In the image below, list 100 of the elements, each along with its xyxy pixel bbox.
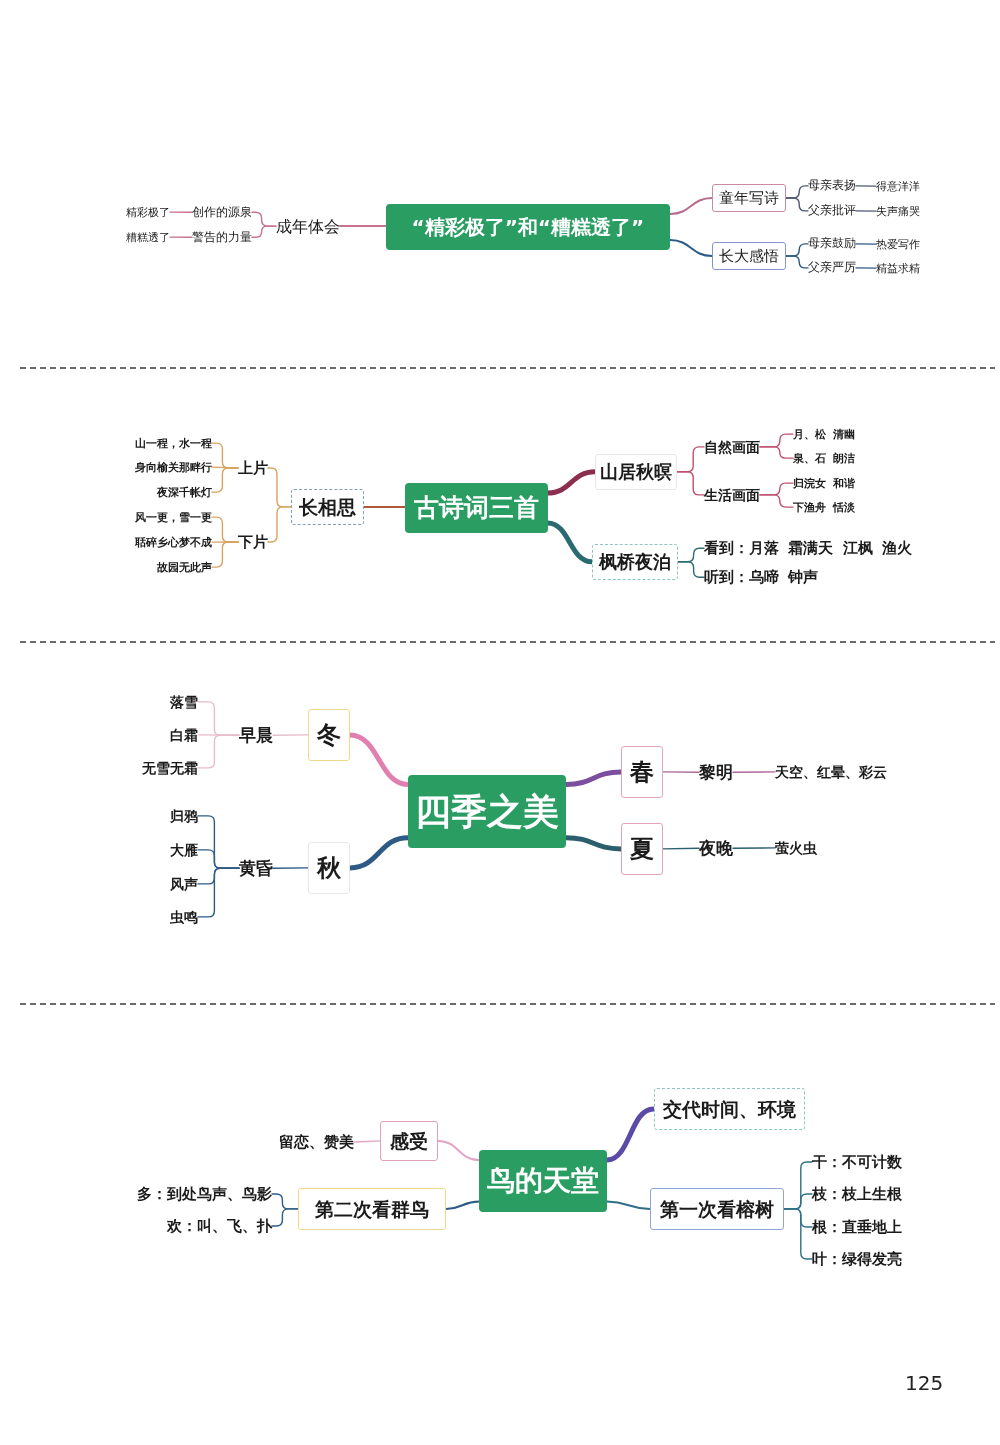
branch-label: 母亲鼓励 xyxy=(808,237,856,251)
brace-line xyxy=(676,471,705,496)
branch-label: 精彩极了 xyxy=(126,205,170,219)
branch-label: 月、松 清幽 xyxy=(793,427,856,441)
branch-line xyxy=(272,867,309,869)
branch-label: 身向榆关那畔行 xyxy=(135,460,212,474)
page-number: 125 xyxy=(905,1371,944,1395)
brace-line xyxy=(211,467,239,493)
branch-line xyxy=(662,847,700,850)
subtopic-box: 童年写诗 xyxy=(712,184,786,212)
branch-label: 看到：月落 霜满天 江枫 渔火 xyxy=(704,539,913,557)
brace-line xyxy=(785,197,809,212)
branch-label: 夜深千帐灯 xyxy=(157,485,212,499)
brace-line xyxy=(677,561,705,578)
branch-label: 黎明 xyxy=(699,762,733,783)
branch-label: 生活画面 xyxy=(704,486,760,504)
subtopic-box: 第二次看群鸟 xyxy=(298,1187,446,1231)
branch-line xyxy=(272,734,309,736)
branch-label: 根：直垂地上 xyxy=(812,1218,902,1236)
branch-label: 夜晚 xyxy=(699,838,733,859)
branch-label: 父亲严厉 xyxy=(808,261,856,275)
brace-line xyxy=(271,1208,299,1227)
branch-line xyxy=(855,185,877,187)
branch-line xyxy=(347,732,411,787)
branch-label: 父亲批评 xyxy=(808,204,856,218)
branch-label: 枝：枝上生根 xyxy=(812,1185,902,1203)
branch-line xyxy=(662,771,700,773)
branch-label: 风声 xyxy=(170,875,198,893)
subtopic-box: 枫桥夜泊 xyxy=(592,544,678,580)
branch-label: 风一更，雪一更 xyxy=(135,510,212,524)
brace-line xyxy=(211,541,239,568)
branch-label: 创作的源泉 xyxy=(192,205,252,220)
brace-line xyxy=(759,446,794,459)
subtopic-box: 长相思 xyxy=(290,488,364,526)
branch-label: 干：不可计数 xyxy=(812,1153,902,1171)
branch-line xyxy=(445,1200,480,1210)
branch-label: 多：到处鸟声、鸟影 xyxy=(137,1185,272,1203)
branch-line xyxy=(669,239,713,257)
branch-label: 下渔舟 恬淡 xyxy=(793,500,856,514)
brace-line xyxy=(267,506,292,543)
branch-label: 山一程，水一程 xyxy=(135,436,212,450)
branch-label: 留恋、赞美 xyxy=(279,1133,354,1151)
branch-label: 上片 xyxy=(238,459,268,477)
subtopic-box: 秋 xyxy=(308,841,350,895)
branch-label: 热爱写作 xyxy=(876,237,920,251)
branch-label: 母亲表扬 xyxy=(808,179,856,193)
subtopic-box: 冬 xyxy=(308,708,350,762)
branch-line xyxy=(339,225,387,228)
subtopic-box: 第一次看榕树 xyxy=(650,1187,784,1231)
branch-label: 警告的力量 xyxy=(192,230,252,245)
topic-box: 鸟的天堂 xyxy=(479,1150,607,1212)
branch-line xyxy=(606,1200,651,1210)
branch-label: 失声痛哭 xyxy=(876,204,920,218)
branch-label: 欢：叫、飞、扑 xyxy=(167,1217,272,1235)
branch-label: 归浣女 和谐 xyxy=(793,476,856,490)
branch-line xyxy=(855,267,877,269)
subtopic-box: 感受 xyxy=(380,1120,438,1162)
branch-line xyxy=(563,769,624,787)
topic-box: 古诗词三首 xyxy=(404,483,548,533)
branch-label: 无雪无霜 xyxy=(142,759,198,777)
branch-label: 萤火虫 xyxy=(775,839,817,857)
branch-label: 虫鸣 xyxy=(170,908,198,926)
branch-line xyxy=(347,835,411,871)
branch-label: 早晨 xyxy=(239,725,273,746)
branch-label: 故园无此声 xyxy=(157,560,212,574)
branch-line xyxy=(362,505,406,508)
branch-line xyxy=(545,469,598,496)
branch-label: 精益求精 xyxy=(876,261,920,275)
topic-box: “精彩极了”和“糟糕透了” xyxy=(385,204,671,250)
brace-line xyxy=(785,255,809,269)
branch-line xyxy=(169,211,193,213)
branch-label: 糟糕透了 xyxy=(126,230,170,244)
branch-line xyxy=(353,1140,381,1143)
branch-label: 归鸦 xyxy=(170,807,198,825)
branch-label: 聒碎乡心梦不成 xyxy=(135,535,212,549)
branch-line xyxy=(732,771,776,773)
branch-line xyxy=(563,835,624,852)
branch-line xyxy=(732,847,776,849)
branch-line xyxy=(855,210,877,212)
branch-label: 自然画面 xyxy=(704,438,760,456)
branch-label: 天空、红晕、彩云 xyxy=(775,763,887,781)
subtopic-box: 交代时间、环境 xyxy=(653,1087,805,1131)
branch-line xyxy=(169,236,193,238)
branch-line xyxy=(855,243,877,245)
subtopic-box: 春 xyxy=(621,745,663,799)
branch-label: 得意洋洋 xyxy=(876,179,920,193)
branch-label: 泉、石 朗洁 xyxy=(793,451,856,465)
branch-label: 成年体会 xyxy=(276,216,340,236)
branch-line xyxy=(545,520,595,565)
subtopic-box: 长大感悟 xyxy=(712,242,786,270)
branch-label: 叶：绿得发亮 xyxy=(812,1250,902,1268)
branch-label: 白霜 xyxy=(170,726,198,744)
brace-line xyxy=(251,225,277,238)
brace-line xyxy=(759,494,794,508)
subtopic-box: 山居秋暝 xyxy=(595,454,677,490)
branch-label: 大雁 xyxy=(170,841,198,859)
branch-line xyxy=(669,197,713,215)
branch-label: 落雪 xyxy=(170,693,198,711)
subtopic-box: 夏 xyxy=(621,822,663,876)
branch-line xyxy=(604,1106,656,1163)
